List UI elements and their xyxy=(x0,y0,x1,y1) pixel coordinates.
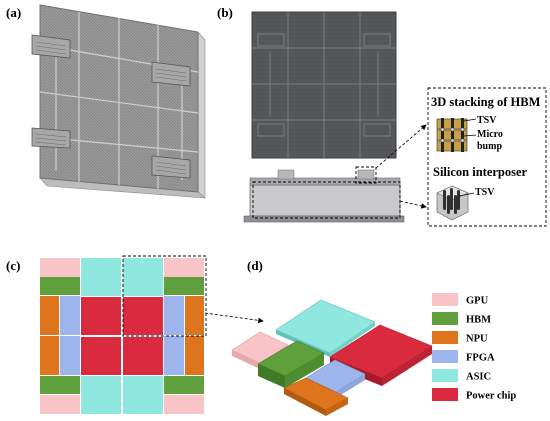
asic-tile xyxy=(123,258,163,296)
legend: GPU HBM NPU FPGA ASIC Power chip xyxy=(432,293,516,402)
panel-label-d: (d) xyxy=(247,258,263,273)
tsv-label-top: TSV xyxy=(477,115,497,126)
hbm-stack-title: 3D stacking of HBM xyxy=(431,95,541,109)
hbm-stack-icon xyxy=(436,118,468,152)
legend-swatch xyxy=(432,350,458,363)
panel-label-a: (a) xyxy=(6,5,21,20)
gpu-tile xyxy=(40,258,80,277)
power-chip-tile xyxy=(81,337,121,375)
legend-label: GPU xyxy=(466,296,489,307)
legend-swatch xyxy=(432,331,458,344)
gpu-tile xyxy=(40,395,80,414)
fpga-tile xyxy=(164,296,184,335)
hbm-tile xyxy=(164,277,204,295)
hbm-tile xyxy=(164,376,204,394)
chiplet-layout-grid xyxy=(40,255,264,414)
package-cross-section xyxy=(243,124,427,223)
legend-swatch xyxy=(432,369,458,382)
panel-label-c: (c) xyxy=(6,258,20,273)
hbm-tile xyxy=(40,376,80,394)
npu-tile xyxy=(185,336,204,375)
bump-label: bump xyxy=(477,141,502,152)
legend-label: NPU xyxy=(466,334,488,345)
chiplet-3d-view xyxy=(231,299,433,416)
micro-label: Micro xyxy=(477,129,503,140)
npu-tile xyxy=(40,296,59,335)
legend-swatch xyxy=(432,293,458,306)
legend-swatch xyxy=(432,312,458,325)
wafer-top-view xyxy=(251,11,397,159)
legend-label: ASIC xyxy=(466,372,491,383)
gpu-tile xyxy=(164,258,204,277)
npu-tile xyxy=(185,296,204,335)
legend-swatch xyxy=(432,388,458,401)
power-chip-tile xyxy=(123,297,163,335)
legend-label: Power chip xyxy=(466,391,516,402)
wafer-3d-view xyxy=(31,4,206,199)
tsv-label-bottom: TSV xyxy=(475,187,495,198)
asic-tile xyxy=(81,258,121,296)
fpga-tile xyxy=(60,296,80,335)
hbm-callout-box: 3D stacking of HBM TSV Micro bump Silico… xyxy=(427,87,547,227)
asic-tile xyxy=(81,376,121,414)
power-chip-tile xyxy=(81,297,121,335)
fpga-tile xyxy=(60,336,80,375)
silicon-interposer-title: Silicon interposer xyxy=(433,165,528,179)
gpu-tile xyxy=(164,395,204,414)
interposer-icon xyxy=(436,185,469,221)
legend-label: HBM xyxy=(466,315,491,326)
npu-tile xyxy=(40,336,59,375)
panel-label-b: (b) xyxy=(217,5,233,20)
power-chip-tile xyxy=(123,337,163,375)
hbm-tile xyxy=(40,277,80,295)
fpga-tile xyxy=(164,336,184,375)
asic-tile xyxy=(123,376,163,414)
legend-label: FPGA xyxy=(466,353,495,364)
